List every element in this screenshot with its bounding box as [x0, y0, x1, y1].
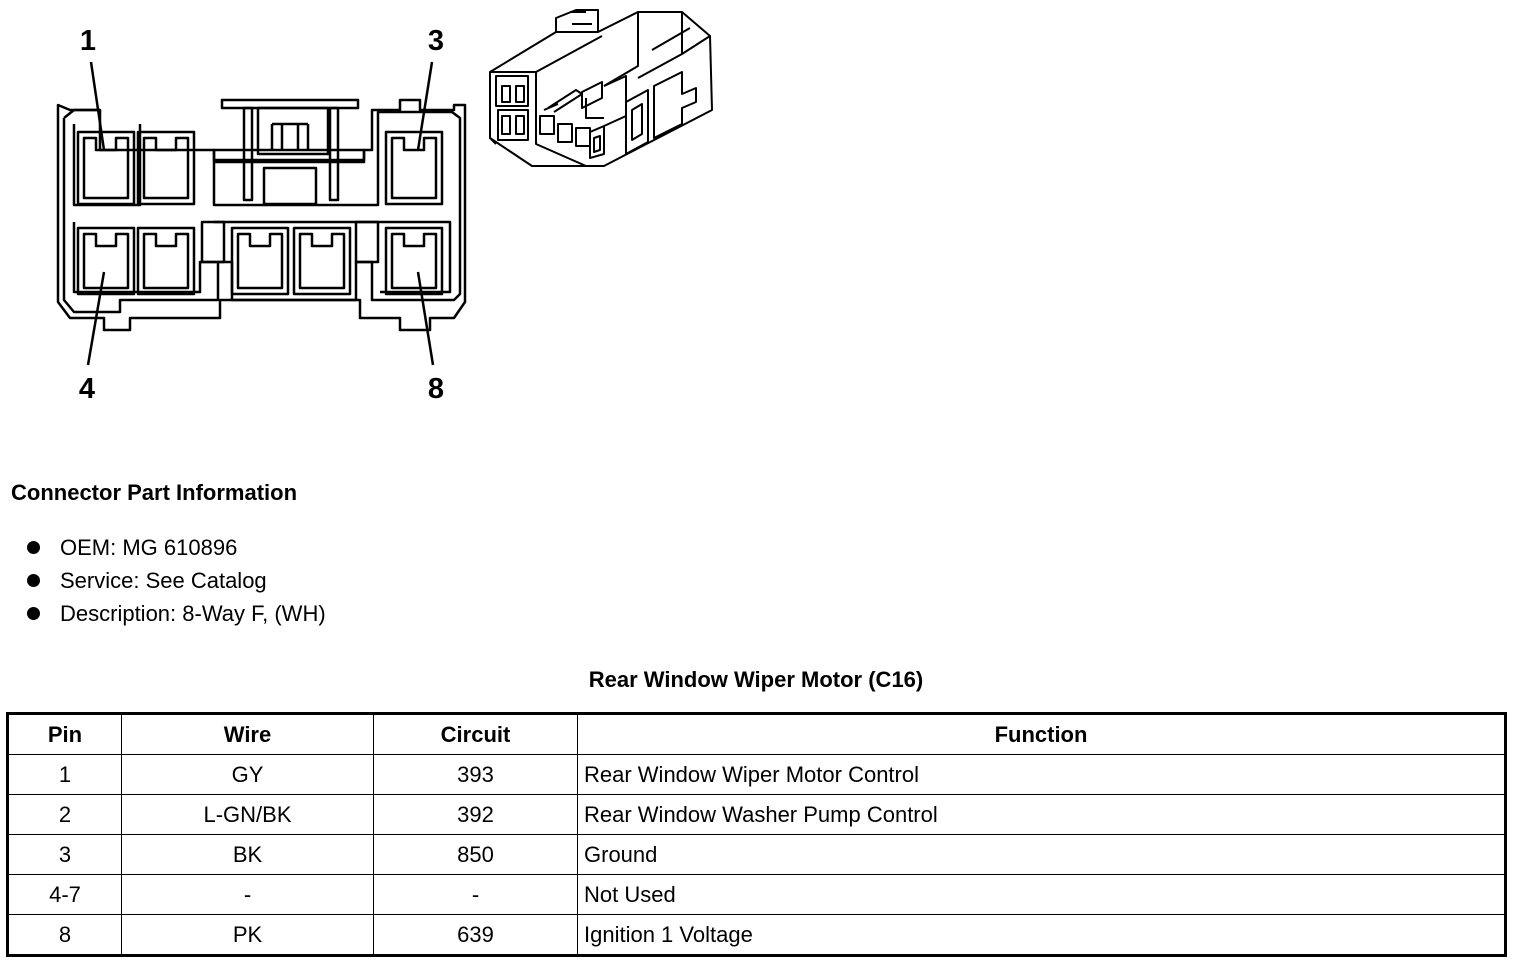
part-info-item: OEM: MG 610896: [27, 531, 326, 564]
bullet-icon: [27, 607, 40, 620]
cell-pin: 2: [7, 794, 122, 835]
part-info-text: OEM: MG 610896: [60, 535, 238, 560]
connector-housing: [56, 98, 467, 332]
cavity-pin-2: [136, 130, 196, 206]
cell-wire: L-GN/BK: [121, 794, 374, 835]
part-info-list: OEM: MG 610896 Service: See Catalog Desc…: [27, 531, 326, 630]
cavity-pin-5: [136, 226, 196, 296]
part-info-item: Description: 8-Way F, (WH): [27, 597, 326, 630]
table-row: 1 GY 393 Rear Window Wiper Motor Control: [7, 754, 1506, 795]
cell-function: Rear Window Wiper Motor Control: [577, 754, 1506, 795]
pin-table-title: Rear Window Wiper Motor (C16): [588, 667, 924, 692]
bullet-icon: [27, 541, 40, 554]
table-row: 8 PK 639 Ignition 1 Voltage: [7, 914, 1506, 956]
cell-function: Ground: [577, 834, 1506, 875]
cell-circuit: 393: [373, 754, 578, 795]
part-info-text: Description: 8-Way F, (WH): [60, 601, 326, 626]
cell-function: Not Used: [577, 874, 1506, 915]
connector-latch: [212, 98, 366, 206]
callout-pin-1: 1: [80, 25, 96, 57]
callout-pin-3: 3: [428, 25, 444, 57]
cavity-pin-6: [230, 226, 290, 296]
cell-wire: GY: [121, 754, 374, 795]
callout-pin-4: 4: [79, 373, 95, 405]
part-info-text: Service: See Catalog: [60, 568, 267, 593]
cavity-pin-4: [76, 226, 136, 296]
part-info-title: Connector Part Information: [11, 480, 298, 505]
cell-pin: 4-7: [7, 874, 122, 915]
cavity-spacer: [200, 220, 226, 264]
callout-pin-8: 8: [428, 373, 444, 405]
connector-face-diagram: 1 3 4 8: [56, 25, 467, 405]
cell-function: Ignition 1 Voltage: [577, 914, 1506, 956]
leader-line-pin-3: [416, 61, 434, 151]
table-row: 4-7 - - Not Used: [7, 874, 1506, 915]
connector-isometric-view: [489, 9, 713, 167]
cell-circuit: -: [373, 874, 578, 915]
table-row: 3 BK 850 Ground: [7, 834, 1506, 875]
leader-line-pin-4: [86, 271, 106, 366]
cell-pin: 1: [7, 754, 122, 795]
table-header-row: Pin Wire Circuit Function: [7, 713, 1506, 755]
header-circuit: Circuit: [373, 713, 578, 755]
header-wire: Wire: [121, 713, 374, 755]
pin-table: Pin Wire Circuit Function 1 GY 393 Rear …: [6, 712, 1507, 957]
cavity-pin-3: [384, 130, 444, 206]
cell-pin: 8: [7, 914, 122, 956]
table-row: 2 L-GN/BK 392 Rear Window Washer Pump Co…: [7, 794, 1506, 835]
bullet-icon: [27, 574, 40, 587]
part-info-item: Service: See Catalog: [27, 564, 326, 597]
cell-wire: PK: [121, 914, 374, 956]
cavity-pin-7: [292, 226, 352, 296]
cavity-pin-8: [384, 226, 444, 296]
cell-wire: -: [121, 874, 374, 915]
cell-pin: 3: [7, 834, 122, 875]
cell-function: Rear Window Washer Pump Control: [577, 794, 1506, 835]
cell-circuit: 850: [373, 834, 578, 875]
cell-circuit: 639: [373, 914, 578, 956]
leader-line-pin-1: [89, 61, 106, 151]
cell-circuit: 392: [373, 794, 578, 835]
cavity-pin-1: [76, 130, 136, 206]
cell-wire: BK: [121, 834, 374, 875]
header-function: Function: [577, 713, 1506, 755]
header-pin: Pin: [7, 713, 122, 755]
leader-line-pin-8: [416, 271, 435, 366]
cavity-spacer: [354, 220, 380, 264]
